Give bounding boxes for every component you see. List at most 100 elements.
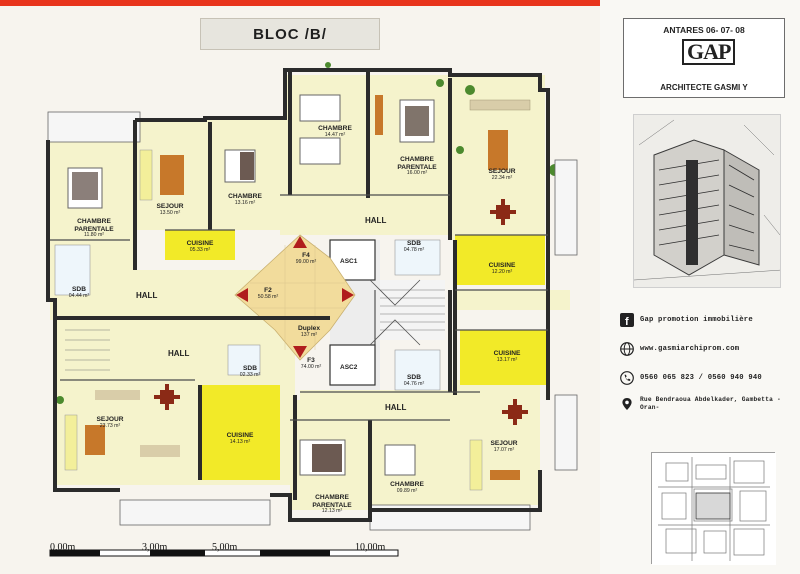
room-sejour-bottom-left: SEJOUR 23.73 m²: [85, 416, 135, 430]
room-area: 14.47 m²: [324, 131, 346, 138]
room-name: CUISINE: [226, 432, 254, 439]
room-name: SDB: [407, 240, 421, 247]
brand-box: ANTARES 06- 07- 08 GAP ARCHITECTE GASMI …: [623, 18, 785, 98]
hall-top-label: HALL: [365, 216, 387, 225]
room-chambre-parentale-bottom: CHAMBRE PARENTALE 12.13 m²: [300, 494, 364, 515]
room-name: CHAMBRE PARENTALE: [312, 494, 352, 509]
apt-f3: F3 74.00 m²: [292, 357, 330, 371]
asc1-label: ASC1: [340, 258, 358, 265]
bathrooms: [54, 239, 441, 391]
room-sdb-top: SDB 04.78 m²: [398, 240, 430, 254]
room-name: CHAMBRE PARENTALE: [397, 156, 437, 171]
apt-area: 74.00 m²: [300, 363, 322, 370]
scale-label-10: 10,00m: [355, 542, 386, 553]
room-name: SDB: [72, 286, 86, 293]
room-area: 12.20 m²: [491, 268, 513, 275]
scale-label-5: 5,00m: [212, 542, 238, 553]
room-sejour-left: SEJOUR 13.50 m²: [140, 203, 200, 217]
room-sdb-mid: SDB 02.33 m²: [236, 365, 264, 379]
room-area: 04.44 m²: [68, 292, 90, 299]
room-area: 05.33 m²: [189, 246, 211, 253]
location-icon: [619, 396, 634, 411]
globe-icon: [619, 341, 634, 356]
scale-bar: [49, 549, 399, 557]
apt-name: F2: [264, 287, 272, 294]
room-area: 04.78 m²: [403, 246, 425, 253]
apt-area: 50.58 m²: [257, 293, 279, 300]
project-name: ANTARES 06- 07- 08: [663, 25, 745, 35]
apt-name: F4: [302, 252, 310, 259]
room-name: SEJOUR: [490, 440, 518, 447]
hall-left-label: HALL: [136, 291, 158, 300]
apt-name: Duplex: [298, 325, 320, 332]
room-name: CHAMBRE: [318, 125, 352, 132]
room-chambre-bottom: CHAMBRE 09.89 m²: [382, 481, 432, 495]
facebook-icon: f: [619, 312, 634, 327]
contact-website[interactable]: www.gasmiarchiprom.com: [619, 341, 739, 356]
room-name: CUISINE: [488, 262, 516, 269]
room-area: 22.34 m²: [491, 174, 513, 181]
room-name: SEJOUR: [156, 203, 184, 210]
room-name: CUISINE: [186, 240, 214, 247]
bloc-title: BLOC /B/: [200, 18, 380, 50]
address-text: Rue Bendraoua Abdelkader, Gambetta -Oran…: [640, 396, 781, 412]
duplex-hall: [234, 234, 356, 361]
phone-text: 0560 065 823 / 0560 940 940: [640, 373, 762, 382]
furniture: [64, 94, 531, 491]
location-map-drawing: [652, 453, 776, 565]
scale-label-3: 3,00m: [142, 542, 168, 553]
room-area: 12.13 m²: [321, 508, 343, 515]
room-cuisine-right: CUISINE 13.17 m²: [485, 350, 529, 364]
room-name: SEJOUR: [488, 168, 516, 175]
hall-mid-label: HALL: [168, 349, 190, 358]
svg-text:f: f: [625, 316, 629, 327]
building-sketch-drawing: [634, 115, 780, 287]
room-area: 14.13 m²: [229, 438, 251, 445]
entry-markers: [236, 236, 354, 358]
partitions: [50, 194, 548, 421]
room-area: 17.07 m²: [493, 446, 515, 453]
location-map: [651, 452, 776, 565]
room-sejour-bottom-right: SEJOUR 17.07 m²: [482, 440, 526, 454]
room-chambre-top: CHAMBRE 14.47 m²: [305, 125, 365, 139]
room-cuisine-top-right: CUISINE 12.20 m²: [480, 262, 524, 276]
scale-label-0: 0,00m: [50, 542, 76, 553]
apt-f4: F4 99.00 m²: [286, 252, 326, 266]
walls: [46, 68, 550, 522]
room-chambre-parentale-left: CHAMBRE PARENTALE 11.80 m²: [62, 218, 126, 239]
apt-name: F3: [307, 357, 315, 364]
room-area: 09.89 m²: [396, 487, 418, 494]
room-area: 23.73 m²: [99, 422, 121, 429]
room-name: CHAMBRE: [228, 193, 262, 200]
phone-icon: [619, 370, 634, 385]
room-name: CUISINE: [493, 350, 521, 357]
building-sketch: [633, 114, 781, 288]
room-cuisine-bottom: CUISINE 14.13 m²: [215, 432, 265, 446]
room-area: 13.17 m²: [496, 356, 518, 363]
floor-plan: [46, 62, 578, 557]
contact-address[interactable]: Rue Bendraoua Abdelkader, Gambetta -Oran…: [619, 396, 795, 413]
contact-facebook[interactable]: f Gap promotion immobilière: [619, 312, 753, 327]
room-sdb-right: SDB 04.76 m²: [398, 374, 430, 388]
contact-phone[interactable]: 0560 065 823 / 0560 940 940: [619, 370, 762, 385]
room-chambre-mid: CHAMBRE 13.16 m²: [215, 193, 275, 207]
room-cuisine-left: CUISINE 05.33 m²: [175, 240, 225, 254]
apt-area: 99.00 m²: [295, 258, 317, 265]
dining-tables: [154, 199, 528, 425]
kitchens: [165, 230, 550, 480]
room-name: CHAMBRE: [390, 481, 424, 488]
room-area: 02.33 m²: [239, 371, 261, 378]
room-area: 13.16 m²: [234, 199, 256, 206]
room-area: 11.80 m²: [83, 232, 105, 239]
room-name: SDB: [243, 365, 257, 372]
hall-bottom-label: HALL: [385, 403, 407, 412]
room-area: 16.00 m²: [406, 170, 428, 177]
asc2-label: ASC2: [340, 364, 358, 371]
website-text: www.gasmiarchiprom.com: [640, 344, 740, 353]
room-sejour-top-right: SEJOUR 22.34 m²: [478, 168, 526, 182]
apt-duplex: Duplex 137 m²: [290, 325, 328, 339]
room-area: 13.50 m²: [159, 209, 181, 216]
room-area: 04.76 m²: [403, 380, 425, 387]
room-name: SDB: [407, 374, 421, 381]
